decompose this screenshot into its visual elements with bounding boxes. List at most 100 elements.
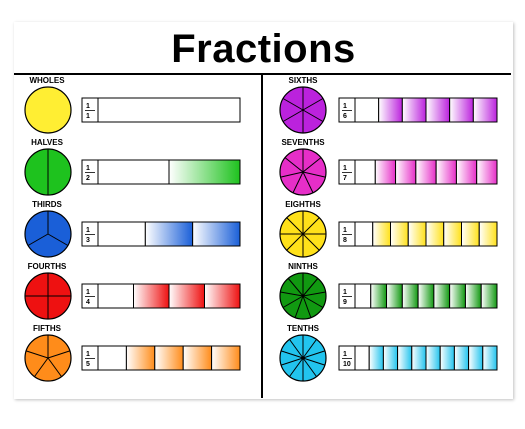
- fraction-label-box: [81, 283, 99, 309]
- fraction-piece-shaded: [192, 221, 241, 247]
- fraction-piece-unit: [97, 221, 146, 247]
- fraction-piece-shaded: [125, 345, 156, 371]
- fraction-piece-shaded: [455, 159, 478, 185]
- circle-divider-line: [289, 357, 304, 377]
- circle-divider-line: [302, 339, 317, 359]
- circle-divider-line: [282, 295, 304, 308]
- fraction-label-box: [338, 283, 356, 309]
- fraction-denominator: 9: [343, 299, 347, 306]
- circle-divider-line: [302, 357, 317, 377]
- circle-divider-line: [47, 357, 62, 377]
- fraction-piece-shaded: [395, 159, 417, 185]
- circle-divider-line: [280, 350, 304, 359]
- poster-title: Fractions: [171, 27, 356, 71]
- row-label: EIGHTHS: [285, 200, 321, 209]
- fraction-piece-unit: [354, 345, 370, 371]
- fraction-piece-shaded: [461, 221, 480, 247]
- fraction-piece-shaded: [390, 221, 409, 247]
- row-label: WHOLES: [29, 76, 65, 85]
- fraction-circle: [24, 86, 72, 134]
- fraction-numerator: 1: [343, 351, 347, 358]
- circle-divider-line: [302, 295, 324, 308]
- fraction-piece-unit: [97, 345, 127, 371]
- circle-divider-line: [280, 171, 304, 178]
- fraction-piece-shaded: [464, 283, 482, 309]
- fraction-denominator: 5: [86, 361, 90, 368]
- row-label: TENTHS: [287, 324, 320, 333]
- fraction-denominator: 10: [343, 361, 351, 368]
- fraction-denominator: 7: [343, 175, 347, 182]
- row-label: NINTHS: [288, 262, 318, 271]
- fraction-piece-unit: [354, 97, 380, 123]
- fraction-piece-unit: [354, 283, 372, 309]
- fraction-piece-shaded: [401, 97, 427, 123]
- circle-divider-line: [282, 98, 304, 111]
- fraction-numerator: 1: [343, 289, 347, 296]
- fraction-piece-shaded: [453, 345, 470, 371]
- circle-divider-line: [302, 295, 312, 318]
- circle-divider-line: [302, 109, 324, 122]
- circle-divider-line: [302, 278, 319, 297]
- fraction-piece-shaded: [433, 283, 451, 309]
- fraction-piece-shaded: [204, 283, 241, 309]
- fraction-numerator: 1: [343, 103, 347, 110]
- circle-divider-line: [286, 217, 304, 235]
- fraction-row-tenths: TENTHS 1 10: [279, 324, 498, 382]
- circle-divider-line: [34, 357, 49, 377]
- circle-divider-line: [302, 217, 320, 235]
- fraction-label-box: [81, 345, 99, 371]
- circle-divider-line: [286, 233, 304, 251]
- fraction-piece-shaded: [482, 345, 498, 371]
- fraction-piece-shaded: [407, 221, 427, 247]
- fraction-piece-shaded: [397, 345, 413, 371]
- row-label: THIRDS: [32, 200, 62, 209]
- fraction-label-box: [338, 159, 356, 185]
- fraction-piece-unit: [97, 159, 170, 185]
- fraction-denominator: 2: [86, 175, 90, 182]
- fraction-piece-shaded: [401, 283, 419, 309]
- fraction-piece-shaded: [154, 345, 184, 371]
- fraction-piece-shaded: [386, 283, 403, 309]
- circle-divider-line: [302, 171, 314, 193]
- circle-divider-line: [289, 339, 304, 359]
- circle-divider-line: [292, 171, 304, 193]
- fraction-piece-shaded: [168, 283, 205, 309]
- circle-divider-line: [302, 98, 324, 111]
- fraction-piece-shaded: [449, 97, 474, 123]
- fraction-piece-shaded: [439, 345, 455, 371]
- fraction-piece-shaded: [370, 283, 388, 309]
- fraction-piece-shaded: [133, 283, 170, 309]
- fraction-numerator: 1: [86, 289, 90, 296]
- fraction-piece-shaded: [415, 159, 437, 185]
- fraction-piece-shaded: [472, 97, 498, 123]
- circle-divider-line: [302, 291, 326, 297]
- fraction-piece-shaded: [449, 283, 466, 309]
- row-label: FOURTHS: [28, 262, 67, 271]
- fraction-denominator: 1: [86, 113, 90, 120]
- row-label: SEVENTHS: [281, 138, 325, 147]
- circle-divider-line: [302, 171, 326, 178]
- fraction-piece-shaded: [411, 345, 427, 371]
- fraction-label-box: [81, 221, 99, 247]
- fraction-piece-shaded: [372, 221, 391, 247]
- fraction-denominator: 3: [86, 237, 90, 244]
- fraction-label-box: [338, 221, 356, 247]
- fraction-piece-shaded: [368, 345, 384, 371]
- fraction-piece-shaded: [144, 221, 194, 247]
- fraction-piece-shaded: [443, 221, 462, 247]
- fraction-piece-shaded: [382, 345, 399, 371]
- fraction-label-box: [81, 97, 99, 123]
- column-divider: [261, 73, 263, 398]
- row-label: SIXTHS: [289, 76, 319, 85]
- circle-divider-line: [302, 233, 320, 251]
- circle-divider-line: [302, 157, 322, 173]
- circle-divider-line: [47, 350, 71, 359]
- circle-divider-line: [280, 291, 304, 297]
- fraction-piece-shaded: [425, 97, 451, 123]
